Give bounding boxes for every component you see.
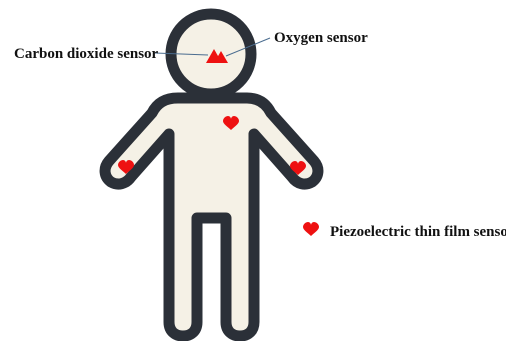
piezo-legend-label: Piezoelectric thin film sensor [330, 224, 506, 240]
legend-heart-icon [303, 222, 319, 236]
oxygen-sensor-label: Oxygen sensor [274, 30, 368, 46]
legend: Piezoelectric thin film sensor [303, 222, 506, 240]
body-silhouette [105, 98, 318, 336]
co2-sensor-label: Carbon dioxide sensor [14, 46, 159, 62]
